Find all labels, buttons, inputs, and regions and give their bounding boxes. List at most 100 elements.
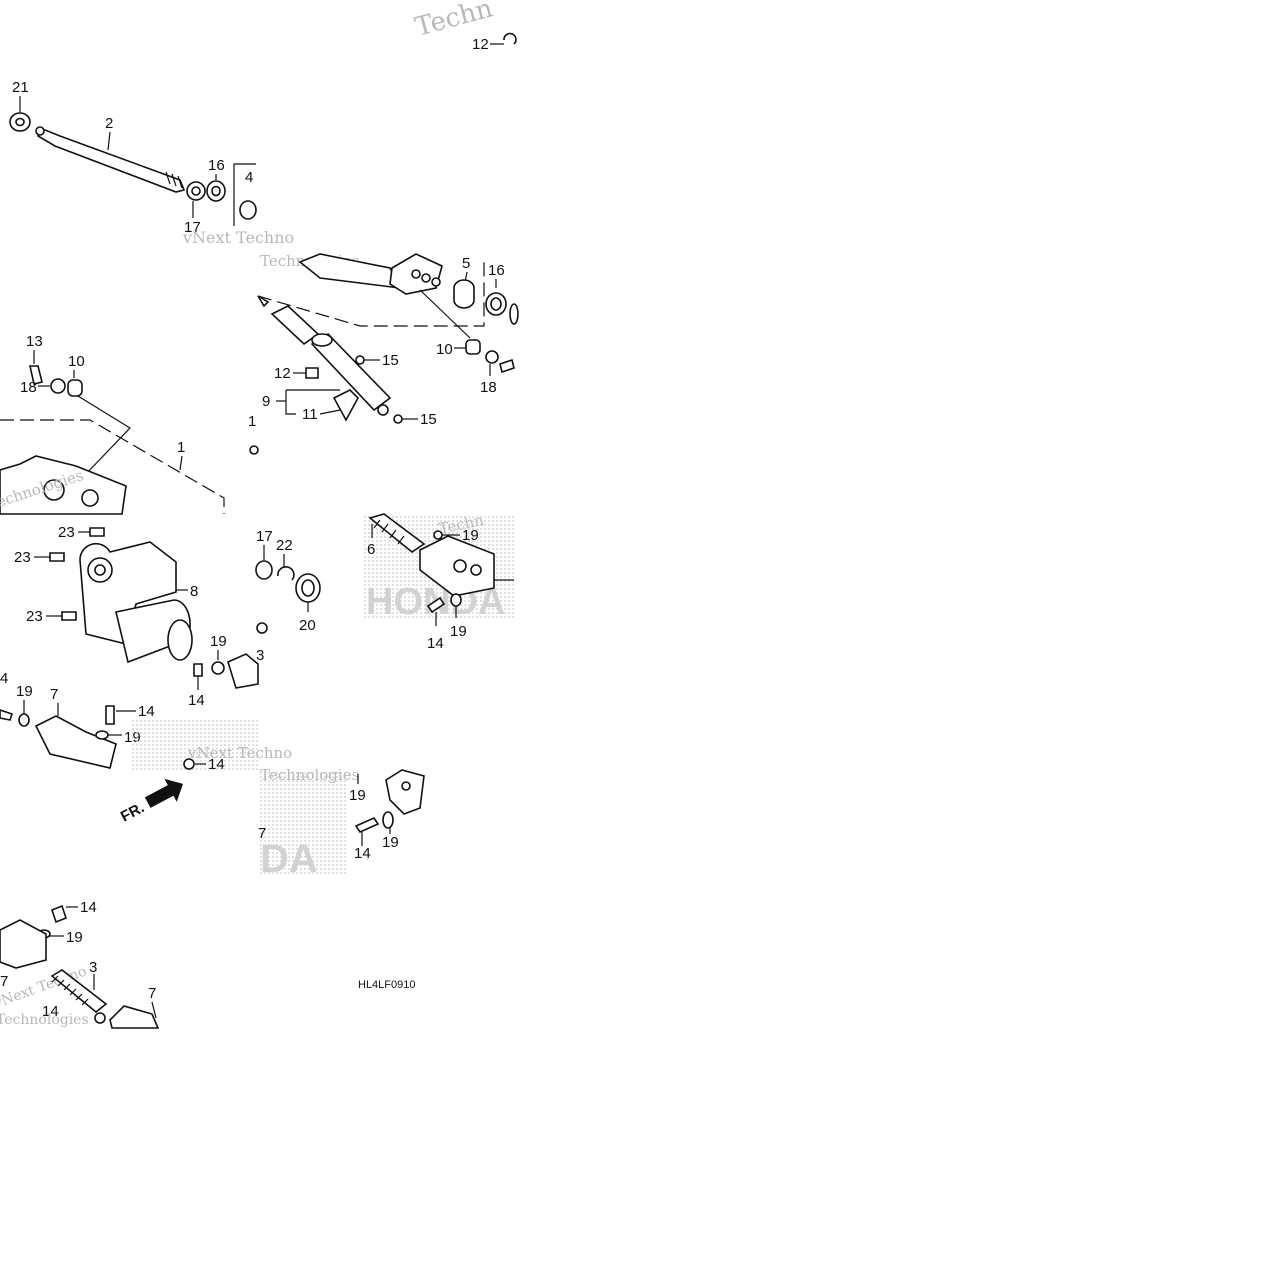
bushing-part (465, 339, 481, 355)
callout-label: 23 (58, 524, 75, 541)
callout-label: 1 (177, 439, 185, 456)
yoke-part (385, 769, 425, 815)
bolt-part (193, 663, 203, 677)
callout-label: 14 (80, 899, 97, 916)
bracket-line (233, 163, 256, 226)
seal-bore (191, 186, 201, 196)
tile-bottom-joint: 14 19 7 vNext Techno 3 7 14 Technologies (0, 899, 160, 1029)
callout-label: 14 (138, 703, 155, 720)
yoke-part (109, 1005, 160, 1029)
watermark-text: Technologies (260, 766, 359, 784)
bolt-part (305, 367, 319, 379)
callout-label: 19 (210, 633, 227, 650)
callout-label: 4 (0, 670, 8, 687)
callout-label: 11 (302, 406, 318, 423)
callout-label: 23 (26, 608, 43, 625)
damper-eye (377, 404, 389, 416)
washer-part (50, 378, 66, 394)
bolt-part (0, 709, 14, 721)
callout-label: 14 (42, 1003, 59, 1020)
tile-steering-shaft: 21 2 17 16 4 vNext Techno (9, 79, 294, 247)
callout-label: 14 (354, 845, 371, 862)
universal-joint (34, 715, 117, 769)
callout-label: 3 (256, 647, 264, 664)
front-indicator: FR. (118, 778, 183, 826)
bolt-tip (257, 295, 270, 308)
housing-port (81, 489, 99, 507)
washer-part (211, 661, 225, 675)
nut-part (355, 355, 365, 365)
spline-marks (165, 171, 183, 189)
nut-part (256, 622, 268, 634)
bolt-part (89, 527, 105, 537)
leader-line (107, 131, 111, 151)
watermark-text: vNext Techno (187, 744, 292, 762)
callout-label: 14 (208, 756, 225, 773)
watermark-brand: DA (260, 837, 318, 881)
washer-part (485, 350, 499, 364)
bushing-part (67, 379, 83, 397)
shaft-end (35, 126, 45, 136)
callout-label: 13 (26, 333, 43, 350)
washer-part (433, 530, 443, 540)
universal-joint (0, 919, 47, 969)
callout-label: 15 (382, 352, 399, 369)
joint-hole (453, 559, 467, 573)
clip-part (503, 32, 517, 45)
yoke-hole (401, 781, 411, 791)
spline-shaft (368, 513, 426, 553)
bolt-part (105, 705, 115, 725)
damper-rod (270, 305, 320, 346)
callout-label: 18 (20, 379, 37, 396)
callout-label: 1 (248, 413, 256, 430)
tile-column-mount: Technologies 5 16 10 18 15 12 (248, 252, 519, 455)
damper-cap (311, 333, 333, 347)
nut-part (393, 414, 403, 424)
tile-seals: 17 22 20 (255, 528, 321, 634)
assembly-boundary (0, 419, 225, 514)
callout-label: 7 (50, 686, 58, 703)
callout-label: 19 (450, 623, 467, 640)
tile-intermediate-shaft: HONDA Techn 6 19 14 19 (364, 511, 514, 652)
bolt-part (29, 365, 43, 385)
callout-label: 19 (382, 834, 399, 851)
callout-label: 7 (0, 973, 8, 990)
callout-label: 23 (14, 549, 31, 566)
bolt-part (426, 596, 446, 614)
yoke-part (227, 653, 259, 689)
shaft-part (37, 126, 186, 193)
watermark-text: vNext Techno (182, 228, 294, 247)
callout-label: 12 (274, 365, 291, 382)
housing-port (43, 479, 65, 501)
bolt-part (61, 611, 77, 621)
tile-eps-motor: 23 23 23 8 19 14 3 4 19 7 14 (0, 524, 292, 826)
callout-label: 16 (208, 157, 225, 174)
bracket-line (285, 390, 296, 415)
spline-shaft (50, 969, 108, 1014)
spline-marks (373, 519, 405, 545)
bearing-bore (15, 117, 25, 127)
callout-label: 19 (16, 683, 33, 700)
callout-label: 10 (436, 341, 453, 358)
callout-label: 21 (12, 79, 29, 96)
callout-label: 17 (256, 528, 273, 545)
watermark-text: Technologies (0, 1012, 89, 1028)
washer-part (18, 713, 30, 727)
callout-label: 19 (66, 929, 83, 946)
mount-hole (421, 273, 431, 283)
washer-part (382, 811, 394, 829)
spline-marks (51, 975, 89, 1006)
bushing-part (239, 200, 257, 220)
motor-endcap (167, 619, 193, 661)
tile-lower-joint: DA Technologies 19 7 14 19 (258, 766, 425, 881)
washer-bore (490, 297, 502, 311)
callout-label: 2 (105, 115, 113, 132)
dotted-shading (258, 770, 348, 876)
leader-line (179, 455, 183, 471)
callout-label: 8 (190, 583, 198, 600)
washer-part-edge (509, 303, 519, 325)
bolt-part (51, 904, 67, 924)
callout-label: 17 (184, 219, 201, 236)
bushing-part (453, 279, 475, 309)
callout-label: 5 (462, 255, 470, 272)
